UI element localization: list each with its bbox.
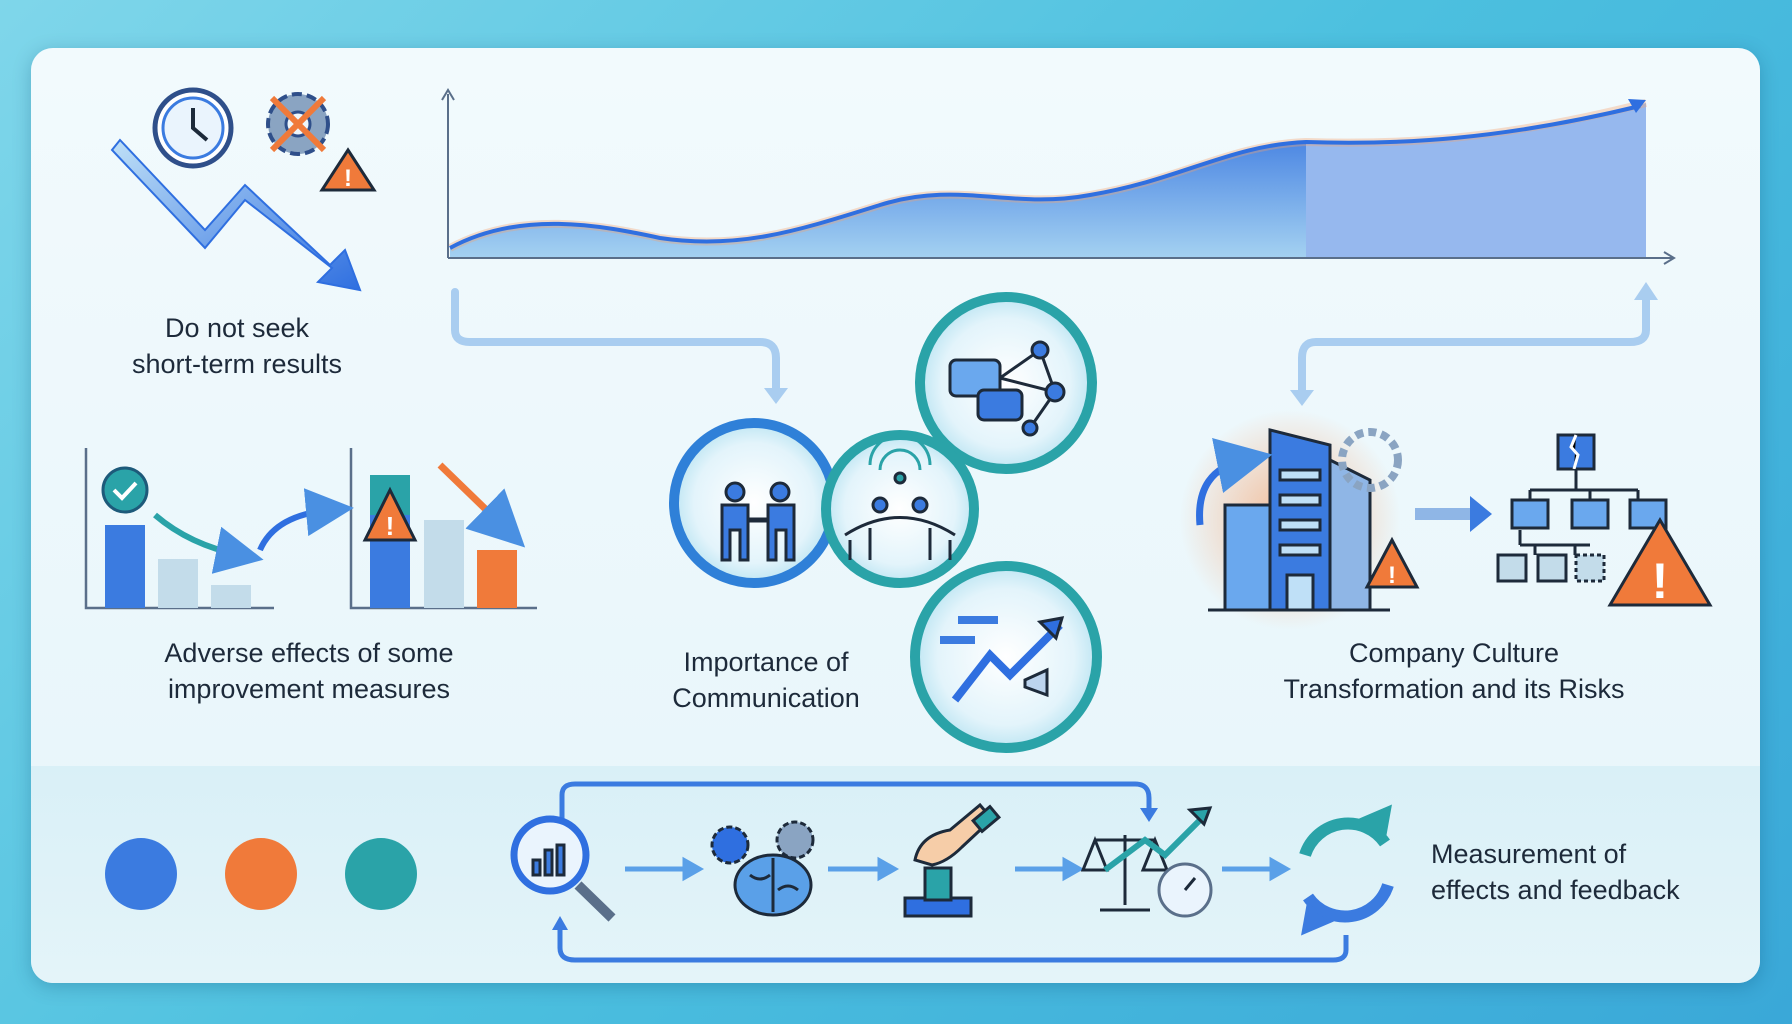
adverse-label: Adverse effects of some improvement meas… bbox=[164, 635, 453, 707]
legend-dot-blue bbox=[105, 838, 177, 910]
bar-chart-icon: ! bbox=[84, 448, 537, 610]
warning-icon: ! bbox=[319, 147, 377, 192]
adverse-line2: improvement measures bbox=[167, 674, 451, 704]
adverse-line1: Adverse effects of some bbox=[164, 638, 454, 668]
culture-label: Company Culture Transformation and its R… bbox=[1283, 635, 1624, 707]
short-term-line1: Do not seek bbox=[164, 313, 310, 343]
brain-gears-icon bbox=[710, 820, 815, 917]
communication-label: Importance of Communication bbox=[672, 644, 860, 716]
bottom-band bbox=[31, 766, 1760, 983]
chat-network-icon bbox=[948, 340, 1066, 437]
connector-arrows bbox=[451, 288, 1650, 396]
process-arrows bbox=[625, 856, 1292, 882]
measurement-line1: Measurement of bbox=[1431, 839, 1627, 869]
communication-line2: Communication bbox=[672, 683, 860, 713]
measurement-label: Measurement of effects and feedback bbox=[1431, 836, 1680, 908]
communication-cluster bbox=[669, 292, 1102, 753]
growth-area-chart bbox=[441, 88, 1676, 265]
culture-line1: Company Culture bbox=[1348, 638, 1560, 668]
magnifier-chart-icon bbox=[510, 815, 616, 922]
hand-vote-icon bbox=[903, 802, 1002, 918]
measurement-line2: effects and feedback bbox=[1431, 875, 1680, 905]
svg-text:!: ! bbox=[386, 511, 395, 541]
short-term-line2: short-term results bbox=[131, 349, 343, 379]
feedback-loop bbox=[557, 781, 1349, 963]
bridge-people-icon bbox=[844, 433, 956, 560]
broken-gear-icon bbox=[266, 92, 330, 156]
svg-text:!: ! bbox=[1652, 553, 1669, 609]
legend-dot-orange bbox=[225, 838, 297, 910]
legend-dot-teal bbox=[345, 838, 417, 910]
short-term-label: Do not seek short-term results bbox=[132, 310, 342, 382]
org-chart-icon: ! bbox=[1496, 433, 1713, 609]
building-icon: ! bbox=[1196, 428, 1420, 612]
svg-text:!: ! bbox=[1388, 562, 1396, 589]
handshake-icon bbox=[720, 481, 796, 562]
balance-gauge-icon bbox=[1080, 806, 1213, 918]
down-trend-arrow-icon bbox=[110, 138, 362, 292]
communication-line1: Importance of bbox=[683, 647, 849, 677]
refresh-cycle-icon bbox=[1299, 804, 1394, 936]
culture-line2: Transformation and its Risks bbox=[1283, 674, 1625, 704]
clock-icon bbox=[152, 87, 234, 169]
growth-megaphone-icon bbox=[940, 616, 1065, 703]
svg-text:!: ! bbox=[344, 165, 352, 192]
